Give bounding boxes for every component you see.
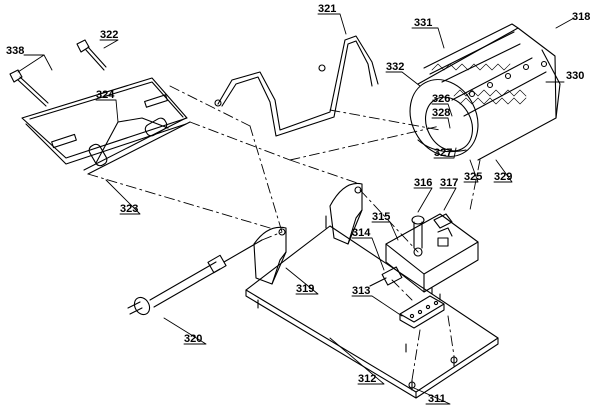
bent-rod-321 [214, 35, 379, 137]
label-321: 321 [318, 3, 336, 15]
block-313 [399, 287, 445, 329]
screws-311 [257, 215, 458, 391]
label-313: 313 [352, 285, 370, 297]
label-319: 319 [296, 283, 314, 295]
label-316: 316 [414, 177, 432, 189]
label-326: 326 [432, 93, 450, 105]
label-328: 328 [432, 107, 450, 119]
label-332: 332 [386, 61, 404, 73]
label-325: 325 [464, 171, 482, 183]
label-312: 312 [358, 373, 376, 385]
handle-bar-324 [83, 117, 191, 175]
label-311: 311 [428, 393, 446, 405]
bracket-319-rear [329, 182, 363, 245]
cylinder-pad-318 [409, 23, 561, 161]
label-318: 318 [572, 11, 590, 23]
label-329: 329 [494, 171, 512, 183]
base-plate-312 [245, 225, 499, 399]
label-320: 320 [184, 333, 202, 345]
bolt-338-right [76, 39, 107, 71]
leader-lines [17, 13, 575, 405]
rod-320 [127, 239, 263, 316]
label-324: 324 [96, 89, 115, 101]
terminal-314 [369, 266, 403, 287]
label-330: 330 [566, 70, 584, 82]
bolt-338-left [9, 69, 49, 107]
label-327: 327 [434, 147, 452, 159]
label-323: 323 [120, 203, 138, 215]
label-314: 314 [352, 227, 371, 239]
label-315: 315 [372, 211, 390, 223]
label-322: 322 [100, 29, 118, 41]
label-331: 331 [414, 17, 432, 29]
assembly-lines [87, 85, 481, 381]
bracket-319-front [253, 226, 287, 285]
frame-322 [21, 77, 188, 165]
control-box-315 [385, 213, 479, 293]
reference-labels: 338 322 321 318 331 332 330 324 326 328 … [6, 3, 590, 405]
label-338: 338 [6, 45, 24, 57]
label-317: 317 [440, 177, 458, 189]
